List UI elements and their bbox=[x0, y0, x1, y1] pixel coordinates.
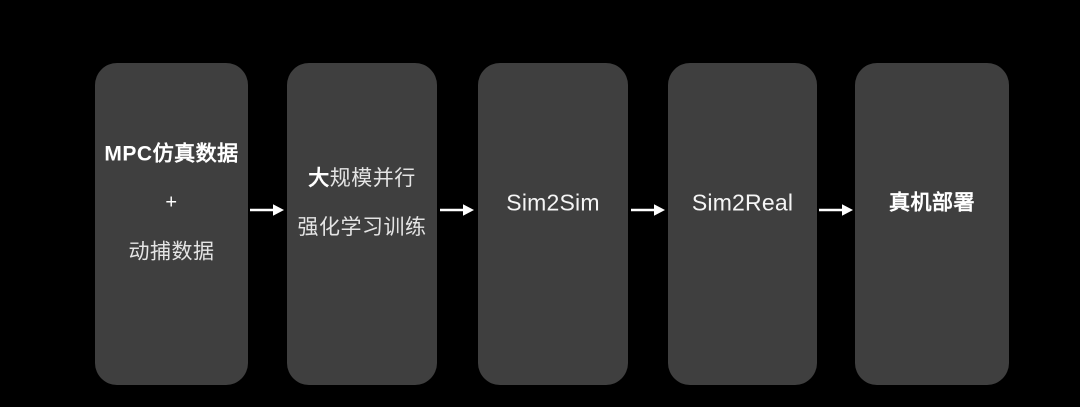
flow-step-label-bold-fragment: 大 bbox=[308, 167, 330, 190]
arrow-right-icon bbox=[631, 204, 665, 216]
flow-step-label-line1: MPC仿真数据 bbox=[104, 142, 239, 166]
flow-step-sim2real: Sim2Real bbox=[668, 63, 817, 385]
flow-step-sim2sim: Sim2Sim bbox=[478, 63, 628, 385]
flow-step-label-rest-fragment: 规模并行 bbox=[329, 167, 416, 190]
arrow-right-icon bbox=[819, 204, 853, 216]
flow-step-label: Sim2Sim bbox=[506, 189, 600, 216]
flow-step-content: Sim2Real bbox=[670, 179, 815, 228]
flow-step-label-line2: 强化学习训练 bbox=[297, 216, 427, 239]
flow-step-content: 大规模并行 强化学习训练 bbox=[289, 154, 435, 252]
flow-step-label-line1: 大规模并行 bbox=[289, 154, 435, 203]
flow-step-deployment: 真机部署 bbox=[855, 63, 1009, 385]
arrow-right-icon bbox=[250, 204, 284, 216]
flow-step-label-line2: 动捕数据 bbox=[128, 240, 215, 264]
flow-step-label: 真机部署 bbox=[889, 191, 975, 215]
flow-step-content: Sim2Sim bbox=[480, 179, 626, 228]
flow-step-content: 真机部署 bbox=[857, 179, 1007, 228]
flow-step-label: Sim2Real bbox=[691, 189, 794, 216]
arrow-right-icon bbox=[440, 204, 474, 216]
flow-step-content: MPC仿真数据 + 动捕数据 bbox=[97, 130, 246, 277]
plus-sign: + bbox=[165, 191, 178, 214]
flow-step-data-sources: MPC仿真数据 + 动捕数据 bbox=[95, 63, 248, 385]
flow-step-rl-training: 大规模并行 强化学习训练 bbox=[287, 63, 437, 385]
